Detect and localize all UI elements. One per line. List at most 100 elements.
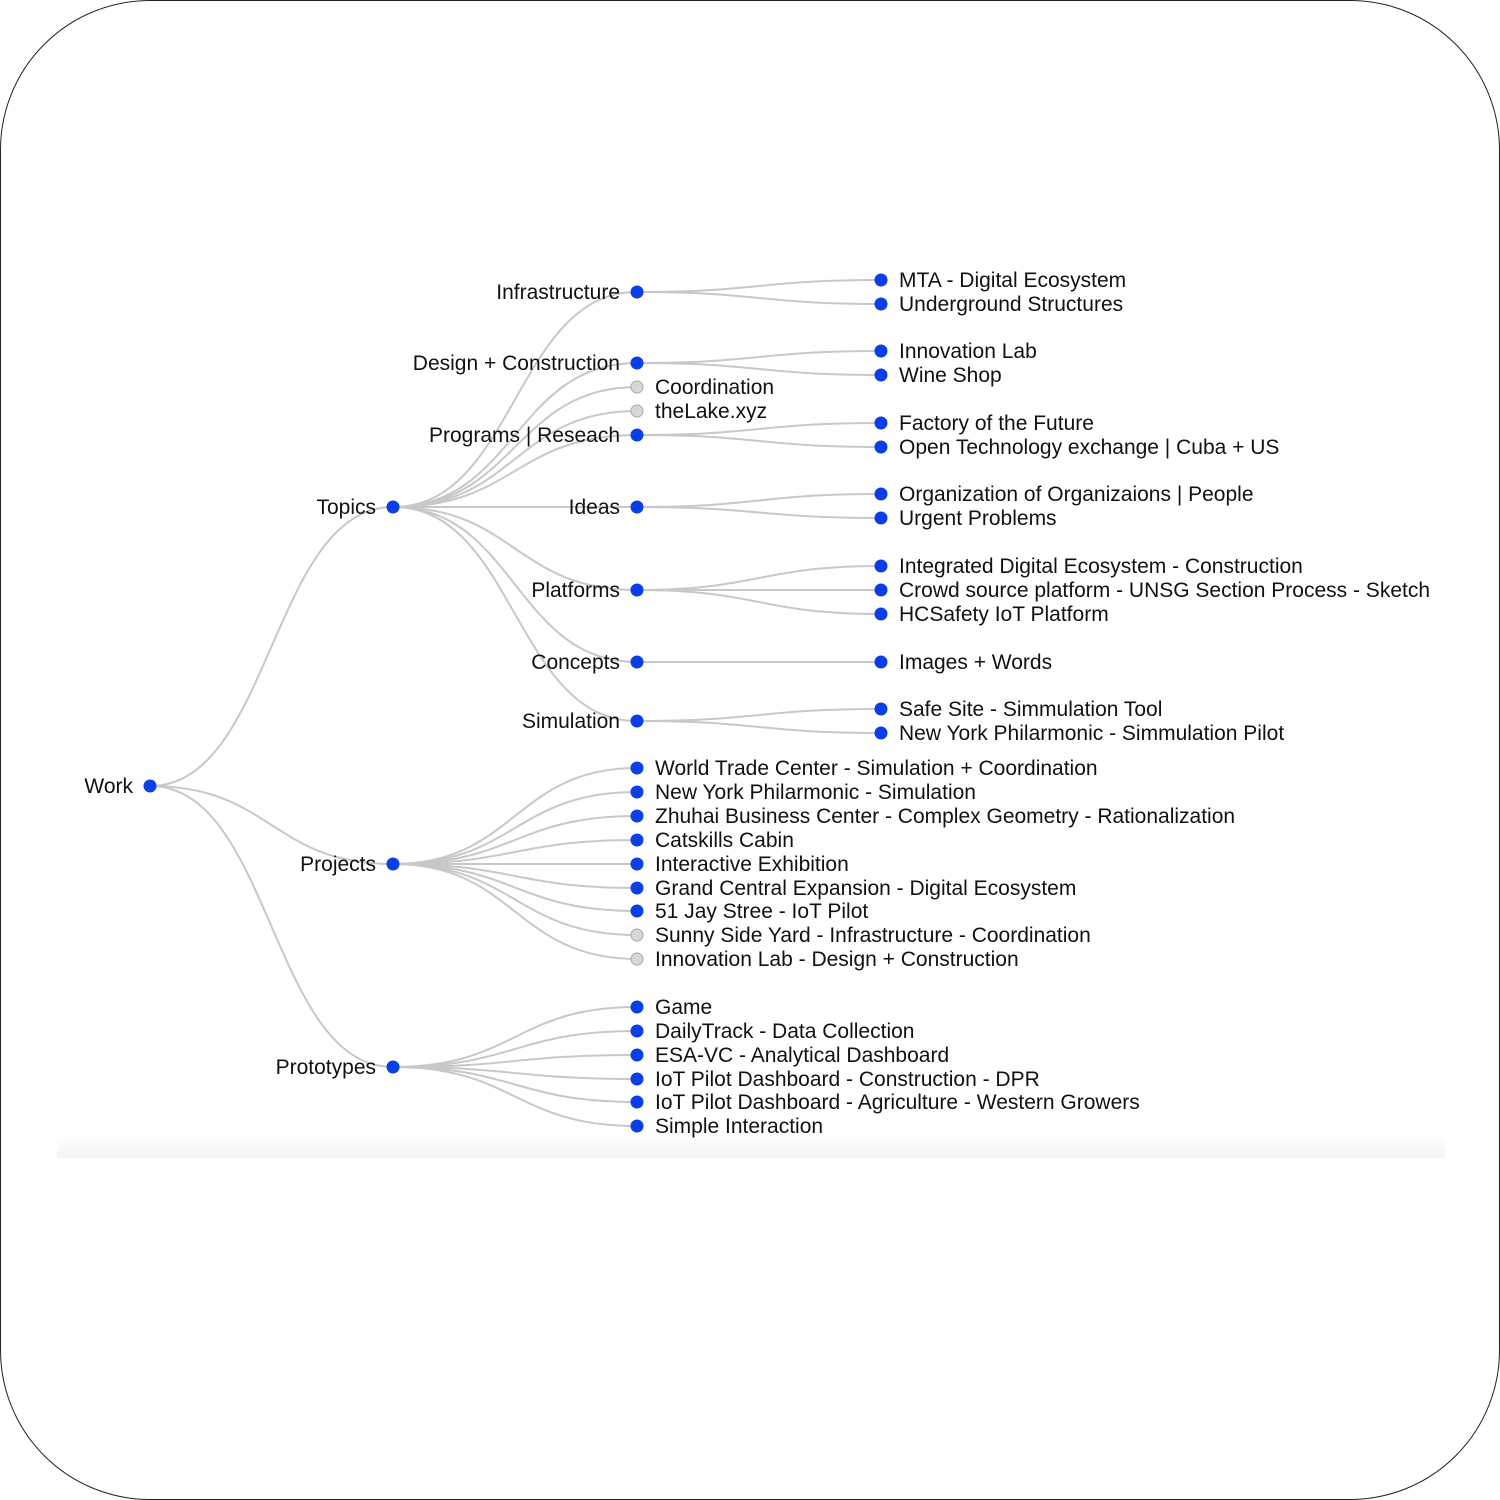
tree-node-crowd-source-platform-unsg-section-process-sketch[interactable]: Crowd source platform - UNSG Section Pro… [874,579,1431,602]
tree-node-catskills-cabin[interactable]: Catskills Cabin [630,829,794,852]
tree-node-iot-pilot-dashboard-construction-dpr[interactable]: IoT Pilot Dashboard - Construction - DPR [630,1068,1040,1091]
tree-node-new-york-philarmonic-simmulation-pilot[interactable]: New York Philarmonic - Simmulation Pilot [874,722,1285,745]
node-dot-filled[interactable] [630,714,644,728]
node-dot-collapsed[interactable] [630,928,644,942]
tree-node-innovation-lab[interactable]: Innovation Lab [874,340,1037,363]
tree-node-factory-of-the-future[interactable]: Factory of the Future [874,412,1094,435]
node-dot-filled[interactable] [630,1024,644,1038]
node-dot-collapsed[interactable] [630,404,644,418]
node-dot-filled[interactable] [630,1048,644,1062]
tree-node-grand-central-expansion-digital-ecosystem[interactable]: Grand Central Expansion - Digital Ecosys… [630,877,1077,900]
tree-node-urgent-problems[interactable]: Urgent Problems [874,507,1057,530]
node-dot-filled[interactable] [630,655,644,669]
tree-link [392,434,638,508]
tree-link [392,863,638,936]
tree-link [392,1030,638,1068]
node-dot-filled[interactable] [874,655,888,669]
tree-node-images-words[interactable]: Images + Words [874,651,1053,674]
tree-node-prototypes[interactable]: Prototypes [276,1056,400,1079]
tree-node-platforms[interactable]: Platforms [531,579,644,602]
node-dot-filled[interactable] [630,1000,644,1014]
tree-node-wine-shop[interactable]: Wine Shop [874,364,1002,387]
node-dot-filled[interactable] [630,881,644,895]
node-dot-filled[interactable] [630,1119,644,1133]
tree-node-open-technology-exchange-cuba-us[interactable]: Open Technology exchange | Cuba + US [874,436,1280,459]
tree-node-integrated-digital-ecosystem-construction[interactable]: Integrated Digital Ecosystem - Construct… [874,555,1303,578]
tree-link [636,434,882,448]
tree-node-safe-site-simmulation-tool[interactable]: Safe Site - Simmulation Tool [874,698,1163,721]
tree-node-hcsafety-iot-platform[interactable]: HCSafety IoT Platform [874,603,1109,626]
tree-node-underground-structures[interactable]: Underground Structures [874,293,1124,316]
node-label: Work [84,775,133,798]
node-dot-filled[interactable] [630,857,644,871]
tree-link [392,506,638,663]
tree-node-topics[interactable]: Topics [316,496,400,519]
tree-link [392,863,638,912]
tree-node-simple-interaction[interactable]: Simple Interaction [630,1115,824,1138]
links-layer [149,279,882,1127]
node-dot-filled[interactable] [386,1060,400,1074]
node-dot-collapsed[interactable] [630,380,644,394]
node-dot-filled[interactable] [386,500,400,514]
tree-node-work[interactable]: Work [84,775,157,798]
tree-link [392,767,638,865]
node-dot-filled[interactable] [874,368,888,382]
tree-node-concepts[interactable]: Concepts [531,651,644,674]
node-dot-filled[interactable] [874,416,888,430]
tree-node-51-jay-stree-iot-pilot[interactable]: 51 Jay Stree - IoT Pilot [630,900,869,923]
tree-node-sunny-side-yard-infrastructure-coordination[interactable]: Sunny Side Yard - Infrastructure - Coord… [630,924,1091,947]
tree-node-simulation[interactable]: Simulation [522,710,644,733]
tree-link [392,362,638,508]
node-dot-filled[interactable] [874,297,888,311]
tree-node-dailytrack-data-collection[interactable]: DailyTrack - Data Collection [630,1020,915,1043]
tree-node-coordination[interactable]: Coordination [630,376,774,399]
node-dot-filled[interactable] [630,1095,644,1109]
tree-node-game[interactable]: Game [630,996,713,1019]
tree-node-projects[interactable]: Projects [300,853,400,876]
node-dot-filled[interactable] [874,607,888,621]
node-dot-filled[interactable] [630,500,644,514]
node-dot-filled[interactable] [874,440,888,454]
node-dot-filled[interactable] [874,273,888,287]
node-dot-filled[interactable] [630,428,644,442]
node-dot-filled[interactable] [143,779,157,793]
tree-link [636,350,882,364]
tree-node-organization-of-organizaions-people[interactable]: Organization of Organizaions | People [874,483,1254,506]
tree-node-design-construction[interactable]: Design + Construction [413,352,644,375]
node-label: Organization of Organizaions | People [899,483,1254,506]
tree-node-world-trade-center-simulation-coordination[interactable]: World Trade Center - Simulation + Coordi… [630,757,1098,780]
node-dot-filled[interactable] [874,583,888,597]
node-dot-filled[interactable] [630,785,644,799]
tree-node-ideas[interactable]: Ideas [569,496,644,519]
tree-node-new-york-philarmonic-simulation[interactable]: New York Philarmonic - Simulation [630,781,976,804]
node-label: Underground Structures [899,293,1123,316]
node-dot-filled[interactable] [630,356,644,370]
tree-node-mta-digital-ecosystem[interactable]: MTA - Digital Ecosystem [874,269,1127,292]
tree-node-interactive-exhibition[interactable]: Interactive Exhibition [630,853,849,876]
tree-node-thelake-xyz[interactable]: theLake.xyz [630,400,767,423]
node-dot-filled[interactable] [630,285,644,299]
node-dot-filled[interactable] [874,726,888,740]
node-dot-filled[interactable] [874,702,888,716]
node-dot-filled[interactable] [386,857,400,871]
tree-node-infrastructure[interactable]: Infrastructure [496,281,644,304]
node-label: Sunny Side Yard - Infrastructure - Coord… [655,924,1091,947]
tree-node-zhuhai-business-center-complex-geometry-rationalization[interactable]: Zhuhai Business Center - Complex Geometr… [630,805,1236,828]
tree-node-iot-pilot-dashboard-agriculture-western-growers[interactable]: IoT Pilot Dashboard - Agriculture - West… [630,1091,1140,1114]
tree-node-esa-vc-analytical-dashboard[interactable]: ESA-VC - Analytical Dashboard [630,1044,950,1067]
node-dot-collapsed[interactable] [630,952,644,966]
node-dot-filled[interactable] [630,761,644,775]
tree-node-innovation-lab-design-construction[interactable]: Innovation Lab - Design + Construction [630,948,1019,971]
node-label: Urgent Problems [899,507,1057,530]
tree-node-programs-reseach[interactable]: Programs | Reseach [429,424,644,447]
node-dot-filled[interactable] [630,583,644,597]
node-dot-filled[interactable] [630,809,644,823]
node-dot-filled[interactable] [630,833,644,847]
node-dot-filled[interactable] [874,559,888,573]
node-dot-filled[interactable] [874,487,888,501]
node-dot-filled[interactable] [630,904,644,918]
node-dot-filled[interactable] [630,1072,644,1086]
node-dot-filled[interactable] [874,511,888,525]
node-dot-filled[interactable] [874,344,888,358]
